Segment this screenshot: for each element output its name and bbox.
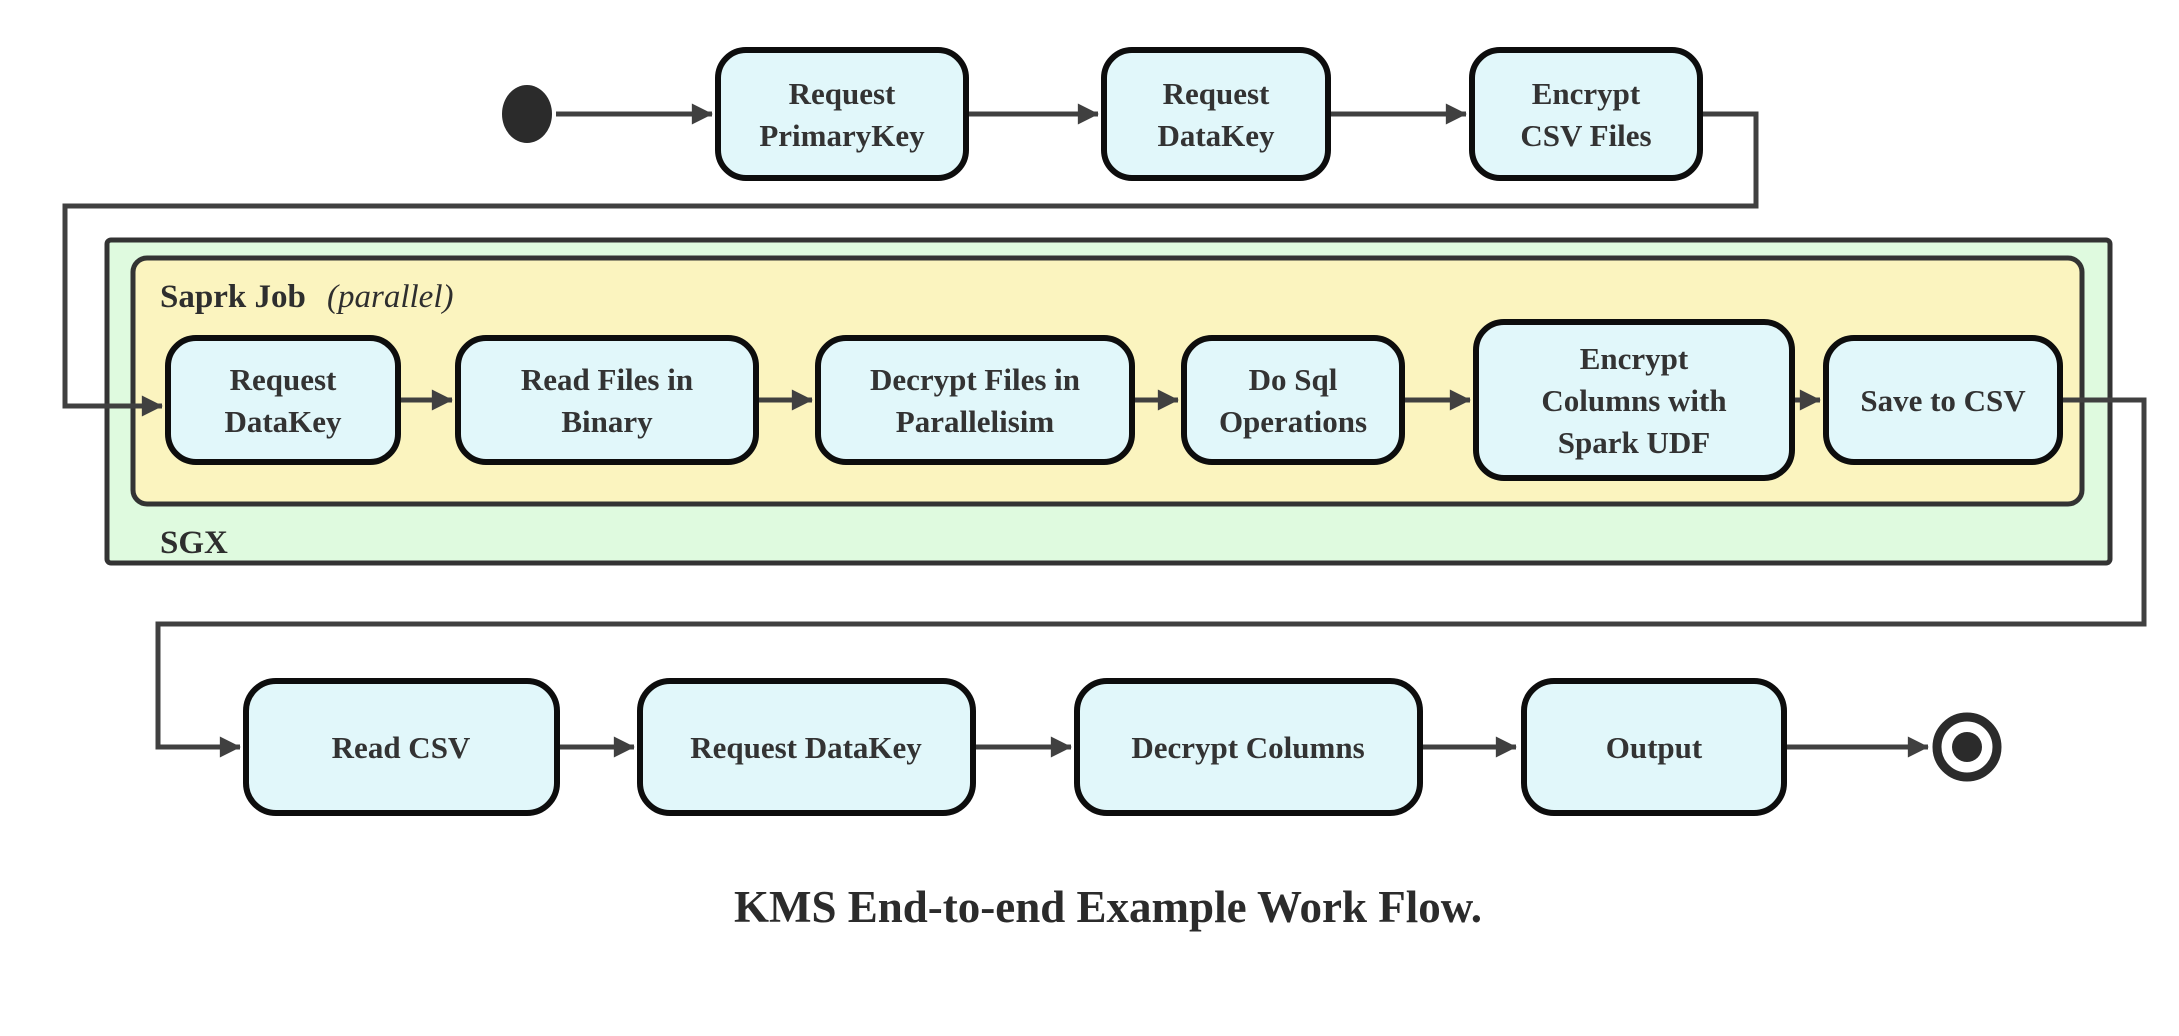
- node-label-line: Request: [230, 362, 337, 397]
- node-box: [1823, 335, 2063, 465]
- final-state-icon: [1932, 712, 2002, 782]
- state-node-decrypt-columns: Decrypt Columns: [1074, 678, 1423, 816]
- node-box: [637, 678, 976, 816]
- node-box: [715, 47, 969, 181]
- node-label-line: Encrypt: [1532, 76, 1641, 111]
- node-box: [1181, 335, 1405, 465]
- edge-encrypt-csv-files-to-sgx-request-datakey: [62, 111, 1759, 417]
- state-node-do-sql-operations: Do Sql Operations: [1181, 335, 1405, 465]
- spark-job-qualifier-label: (parallel): [327, 279, 453, 315]
- state-node-read-csv: Read CSV: [243, 678, 560, 816]
- state-node-sgx-request-datakey: Request DataKey: [165, 335, 401, 465]
- edge-save-to-csv-to-read-csv: [155, 397, 2147, 758]
- state-node-encrypt-columns-with-spark-udf: Encrypt Columns with Spark UDF: [1473, 319, 1795, 481]
- node-label-line: Spark UDF: [1558, 425, 1710, 460]
- state-node-request-datakey-top: Request DataKey: [1101, 47, 1331, 181]
- node-label-line: Request: [1163, 76, 1270, 111]
- state-node-decrypt-files-in-parallelisim: Decrypt Files in Parallelisim: [815, 335, 1135, 465]
- node-label-line: Request DataKey: [690, 730, 922, 765]
- state-node-read-files-in-binary: Read Files in Binary: [455, 335, 759, 465]
- node-box: [815, 335, 1135, 465]
- node-label-line: Save to CSV: [1860, 383, 2026, 418]
- node-label-line: Columns with: [1541, 383, 1726, 418]
- node-box: [165, 335, 401, 465]
- node-box: [1473, 319, 1795, 481]
- node-label-line: DataKey: [224, 404, 342, 439]
- node-box: [455, 335, 759, 465]
- state-node-request-datakey-bottom: Request DataKey: [637, 678, 976, 816]
- node-label-line: Operations: [1219, 404, 1367, 439]
- state-node-output: Output: [1521, 678, 1787, 816]
- state-node-encrypt-csv-files: Encrypt CSV Files: [1469, 47, 1703, 181]
- spark-job-label: Saprk Job: [160, 279, 306, 315]
- node-label-line: Binary: [561, 404, 653, 439]
- initial-state-icon: [502, 85, 552, 143]
- node-box: [1521, 678, 1787, 816]
- node-label-line: Read Files in: [521, 362, 693, 397]
- node-label-line: Encrypt: [1580, 341, 1689, 376]
- final-state-inner-dot: [1952, 732, 1982, 762]
- node-label-line: Read CSV: [332, 730, 471, 765]
- state-node-request-primarykey: Request PrimaryKey: [715, 47, 969, 181]
- node-label-line: DataKey: [1157, 118, 1275, 153]
- node-label-line: CSV Files: [1520, 118, 1651, 153]
- sgx-label: SGX: [160, 525, 228, 561]
- node-box: [1101, 47, 1331, 181]
- node-label-line: Decrypt Columns: [1131, 730, 1364, 765]
- node-label-line: Output: [1606, 730, 1703, 765]
- node-label-line: PrimaryKey: [759, 118, 925, 153]
- node-label-line: Parallelisim: [896, 404, 1055, 439]
- node-label-line: Do Sql: [1249, 362, 1338, 397]
- node-label-line: Decrypt Files in: [870, 362, 1080, 397]
- node-box: [243, 678, 560, 816]
- node-box: [1074, 678, 1423, 816]
- node-box: [1469, 47, 1703, 181]
- state-node-save-to-csv: Save to CSV: [1823, 335, 2063, 465]
- node-label-line: Request: [789, 76, 896, 111]
- diagram-caption: KMS End-to-end Example Work Flow.: [734, 882, 1482, 932]
